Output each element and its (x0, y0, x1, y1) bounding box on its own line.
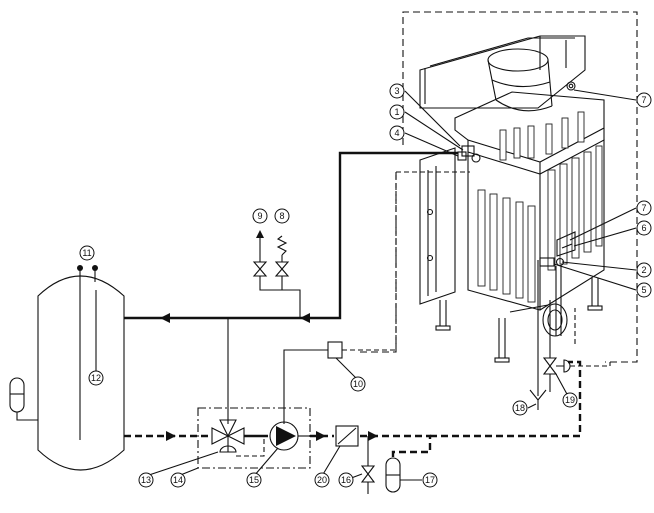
tank-probes-11 (77, 265, 98, 271)
callout-11: 11 (79, 245, 95, 261)
rear-connection-7-top (566, 81, 576, 91)
callout-10: 10 (350, 376, 366, 392)
insert-body (467, 111, 605, 311)
callout-6: 6 (636, 220, 652, 236)
callout-7-lower: 7 (636, 200, 652, 216)
callout-7-lower-label: 7 (641, 203, 646, 213)
return-arrow-3 (368, 431, 378, 441)
side-fins (547, 145, 603, 271)
callout-9: 9 (252, 208, 268, 224)
return-arrow-1 (166, 431, 176, 441)
return-riser (555, 266, 562, 336)
air-vent-valve-9 (252, 230, 268, 277)
callout-7-top-label: 7 (641, 95, 646, 105)
callout-20-label: 20 (317, 475, 327, 485)
callout-16-label: 16 (341, 475, 351, 485)
bottom-duct (509, 303, 568, 337)
drain-funnel-18 (529, 260, 547, 410)
callout-18: 18 (512, 400, 528, 416)
strainer-filter-20 (335, 425, 359, 447)
callout-2-label: 2 (641, 265, 646, 275)
drain-valve-16 (360, 436, 376, 494)
callout-16: 16 (338, 472, 354, 488)
callout-12: 12 (88, 370, 104, 386)
return-line (124, 308, 582, 458)
pump-group-box-14 (197, 407, 311, 469)
lower-fittings (539, 231, 576, 267)
callout-17: 17 (422, 472, 438, 488)
callout-11-label: 11 (82, 248, 91, 258)
callout-4: 4 (389, 125, 405, 141)
flow-arrow-2 (300, 313, 310, 323)
callout-13-label: 13 (141, 475, 151, 485)
callout-17-label: 17 (425, 475, 435, 485)
flue-collar (487, 48, 553, 112)
callout-15-label: 15 (249, 475, 259, 485)
callout-8: 8 (274, 208, 290, 224)
safety-valve-8 (274, 235, 290, 277)
callout-3-label: 3 (394, 86, 399, 96)
three-way-valve-13 (211, 419, 268, 457)
thermal-discharge-valve-19 (542, 300, 611, 392)
front-fins (477, 189, 536, 303)
callout-9-label: 9 (257, 211, 262, 221)
callout-3: 3 (389, 83, 405, 99)
callout-14: 14 (170, 472, 186, 488)
insert-left-panel (419, 147, 456, 305)
return-arrow-2 (316, 431, 326, 441)
storage-tank (37, 270, 125, 471)
safety-branch (259, 276, 301, 318)
callout-leaders (95, 89, 637, 481)
fireplace-insert (358, 11, 638, 363)
callout-19-label: 19 (565, 395, 575, 405)
callout-1: 1 (389, 104, 405, 120)
callout-18-label: 18 (515, 403, 525, 413)
callout-7-top: 7 (636, 92, 652, 108)
callout-8-label: 8 (279, 211, 284, 221)
sensor-box-10 (283, 171, 470, 424)
callout-19: 19 (562, 392, 578, 408)
callout-13: 13 (138, 472, 154, 488)
callout-2: 2 (636, 262, 652, 278)
callout-1-label: 1 (394, 107, 399, 117)
callout-5: 5 (636, 282, 652, 298)
callout-6-label: 6 (641, 223, 646, 233)
callout-10-label: 10 (353, 379, 363, 389)
insert-lid (454, 91, 605, 174)
callout-20: 20 (314, 472, 330, 488)
flow-arrow-1 (160, 313, 170, 323)
insert-top-frame (419, 35, 586, 109)
callout-14-label: 14 (173, 475, 183, 485)
callout-4-label: 4 (394, 128, 399, 138)
callout-5-label: 5 (641, 285, 646, 295)
circulation-pump-15 (269, 421, 310, 451)
callout-15: 15 (246, 472, 262, 488)
flow-line (124, 151, 458, 323)
expansion-vessel-left (9, 377, 38, 421)
top-fins (499, 111, 585, 161)
callout-12-label: 12 (91, 373, 101, 383)
insert-legs (435, 278, 603, 363)
expansion-vessel-17 (385, 457, 401, 493)
